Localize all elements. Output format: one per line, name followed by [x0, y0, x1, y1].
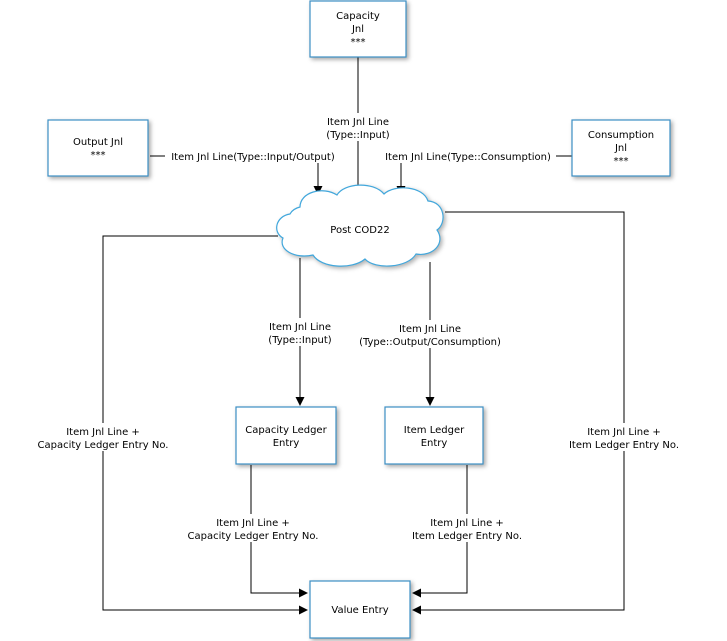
- node-capacity-ledger-entry-line1: Capacity Ledger: [245, 425, 327, 436]
- edge-capacity-to-post-label-line2: (Type::Input): [326, 130, 390, 141]
- edge-post-to-item-ledger-label-line1: Item Jnl Line: [399, 324, 461, 335]
- edge-output-to-post-label: Item Jnl Line(Type::Input/Output): [171, 152, 335, 163]
- edge-item-ledger-to-value-label-line2: Item Ledger Entry No.: [412, 531, 522, 542]
- node-post-cod22-label: Post COD22: [330, 225, 389, 236]
- edge-post-to-capacity-ledger-label-line2: (Type::Input): [268, 335, 332, 346]
- edge-capacity-ledger-to-value: [250, 465, 308, 598]
- node-capacity-ledger-entry[interactable]: Capacity Ledger Entry: [235, 406, 337, 465]
- node-capacity-jnl-line2: Jnl: [351, 24, 364, 35]
- cloud-shape: [276, 184, 444, 267]
- node-capacity-ledger-entry-line2: Entry: [273, 438, 300, 449]
- edge-label-backgrounds: [32, 113, 698, 542]
- edge-consumption-to-post-label: Item Jnl Line(Type::Consumption): [385, 152, 551, 163]
- node-consumption-jnl-line2: Jnl: [614, 143, 627, 154]
- edge-post-to-value-right-label-line2: Item Ledger Entry No.: [569, 440, 679, 451]
- edge-post-to-capacity-ledger-label-line1: Item Jnl Line: [269, 322, 331, 333]
- edge-capacity-to-post-label-line1: Item Jnl Line: [327, 117, 389, 128]
- edge-item-ledger-to-value-label-line1: Item Jnl Line +: [430, 518, 504, 529]
- node-capacity-jnl-line3: ***: [351, 37, 366, 48]
- edge-post-to-value-left-label-line2: Capacity Ledger Entry No.: [38, 440, 169, 451]
- node-capacity-jnl[interactable]: Capacity Jnl ***: [309, 0, 407, 58]
- node-output-jnl-line1: Output Jnl: [73, 137, 123, 148]
- node-item-ledger-entry-line1: Item Ledger: [404, 425, 465, 436]
- edge-post-to-item-ledger-label-line2: (Type::Output/Consumption): [359, 337, 501, 348]
- node-value-entry-label: Value Entry: [331, 605, 388, 616]
- node-consumption-jnl-line1: Consumption: [588, 130, 654, 141]
- edge-labels: Item Jnl Line (Type::Input) Item Jnl Lin…: [38, 117, 679, 542]
- edge-post-to-value-right-label-line1: Item Jnl Line +: [587, 427, 661, 438]
- node-item-ledger-entry[interactable]: Item Ledger Entry: [384, 406, 484, 465]
- edge-post-to-value-left-label-line1: Item Jnl Line +: [66, 427, 140, 438]
- edge-post-to-value-right: [412, 211, 625, 615]
- node-value-entry[interactable]: Value Entry: [309, 580, 411, 639]
- edge-capacity-ledger-to-value-label-line1: Item Jnl Line +: [216, 518, 290, 529]
- node-consumption-jnl[interactable]: Consumption Jnl ***: [571, 119, 671, 177]
- edge-capacity-ledger-to-value-label-line2: Capacity Ledger Entry No.: [188, 531, 319, 542]
- node-capacity-jnl-line1: Capacity: [336, 11, 380, 22]
- edge-item-ledger-to-value: [412, 465, 468, 598]
- node-output-jnl[interactable]: Output Jnl ***: [47, 119, 149, 177]
- node-consumption-jnl-line3: ***: [614, 156, 629, 167]
- node-item-ledger-entry-line2: Entry: [421, 438, 448, 449]
- node-output-jnl-line2: ***: [91, 150, 106, 161]
- node-post-cod22[interactable]: Post COD22: [276, 184, 444, 267]
